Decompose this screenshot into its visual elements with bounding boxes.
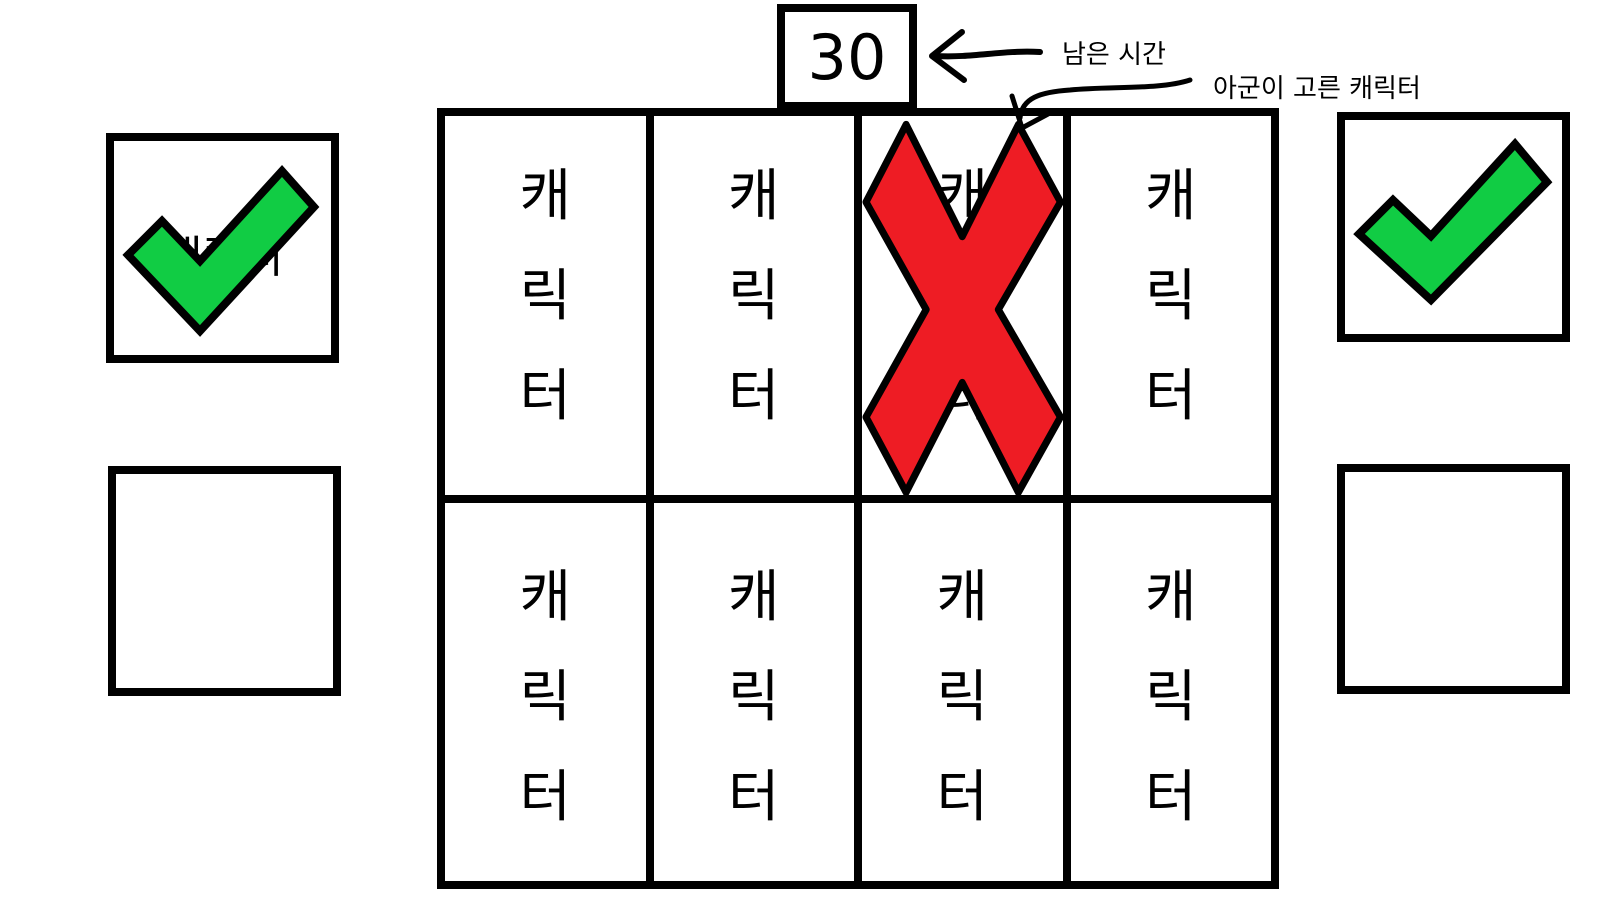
character-label-char: 터 [936, 364, 989, 430]
character-card[interactable]: 캐 릭 터 [1070, 116, 1271, 495]
character-label-char: 릭 [519, 664, 572, 730]
character-label-char: 릭 [936, 264, 989, 330]
ally-pick-annotation: 아군이 고른 캐릭터 [1213, 74, 1421, 104]
timer-arrow-icon [929, 29, 1043, 83]
character-label-char: 캐 [519, 164, 572, 230]
character-label-char: 캐 [519, 564, 572, 630]
character-label-char: 터 [936, 764, 989, 830]
character-label-char: 캐 [936, 164, 989, 230]
character-label-char: 캐 [1144, 564, 1197, 630]
left-team-slot-1[interactable]: 캐릭터 [106, 133, 339, 363]
character-label-char: 터 [727, 764, 780, 830]
character-label-char: 캐 [1144, 164, 1197, 230]
character-card-blocked[interactable]: 캐 릭 터 [862, 116, 1063, 495]
character-card[interactable]: 캐 릭 터 [445, 116, 646, 495]
character-label-char: 터 [519, 364, 572, 430]
character-label-char: 캐 [936, 564, 989, 630]
character-card[interactable]: 캐 릭 터 [862, 502, 1063, 881]
character-card[interactable]: 캐 릭 터 [653, 502, 854, 881]
check-icon [1353, 137, 1553, 306]
character-label-char: 터 [1144, 364, 1197, 430]
character-label-char: 캐 [727, 564, 780, 630]
timer-annotation: 남은 시간 [1062, 40, 1166, 70]
character-grid: 캐 릭 터 캐 릭 터 캐 릭 터 캐 릭 터 캐 릭 터 캐 [437, 108, 1279, 889]
character-label-char: 터 [519, 764, 572, 830]
character-label-char: 릭 [1144, 264, 1197, 330]
character-label-char: 릭 [519, 264, 572, 330]
timer-value: 30 [807, 20, 887, 94]
right-team-slot-2[interactable] [1337, 464, 1570, 694]
character-label-char: 릭 [727, 664, 780, 730]
left-slot-character-label: 캐릭터 [162, 232, 284, 283]
character-card[interactable]: 캐 릭 터 [1070, 502, 1271, 881]
character-card[interactable]: 캐 릭 터 [653, 116, 854, 495]
right-team-slot-1[interactable] [1337, 112, 1570, 342]
character-card[interactable]: 캐 릭 터 [445, 502, 646, 881]
left-team-slot-2[interactable] [108, 466, 341, 696]
character-label-char: 캐 [727, 164, 780, 230]
character-label-char: 릭 [727, 264, 780, 330]
character-label-char: 릭 [936, 664, 989, 730]
character-label-char: 터 [727, 364, 780, 430]
character-label-char: 터 [1144, 764, 1197, 830]
timer-display: 30 [777, 4, 917, 110]
character-label-char: 릭 [1144, 664, 1197, 730]
